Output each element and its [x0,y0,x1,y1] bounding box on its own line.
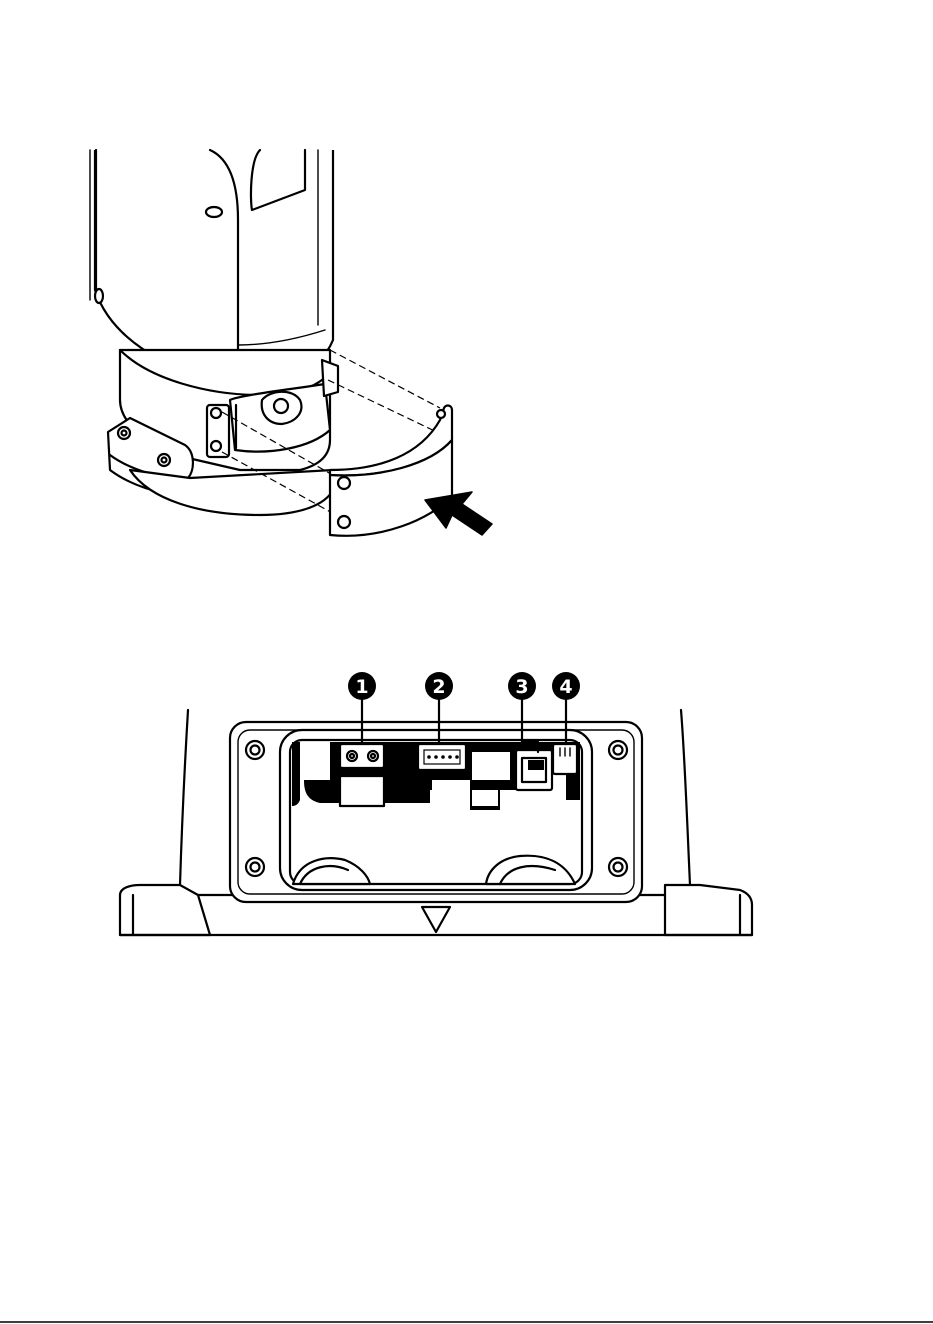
screw-hole [206,207,222,217]
callout-label-3: 3 [515,676,528,698]
connector-panel-illustration [120,698,752,935]
camera-illustration [90,150,338,515]
cover-plate [330,406,452,536]
insert-direction-arrow-icon [425,492,492,535]
callout-label-1: 1 [355,676,368,698]
callout-badge-3: 3 [508,672,536,700]
callout-badge-1: 1 [348,672,376,700]
callout-label-4: 4 [559,676,572,698]
connector-switch [553,744,577,774]
orientation-triangle-icon [422,907,450,932]
connector-terminal-block [418,744,466,770]
connector-power [340,744,384,806]
connector-network [516,750,552,790]
callout-badge-2: 2 [425,672,453,700]
camera-head [95,150,333,383]
callout-label-2: 2 [432,676,445,698]
callout-badge-4: 4 [552,672,580,700]
